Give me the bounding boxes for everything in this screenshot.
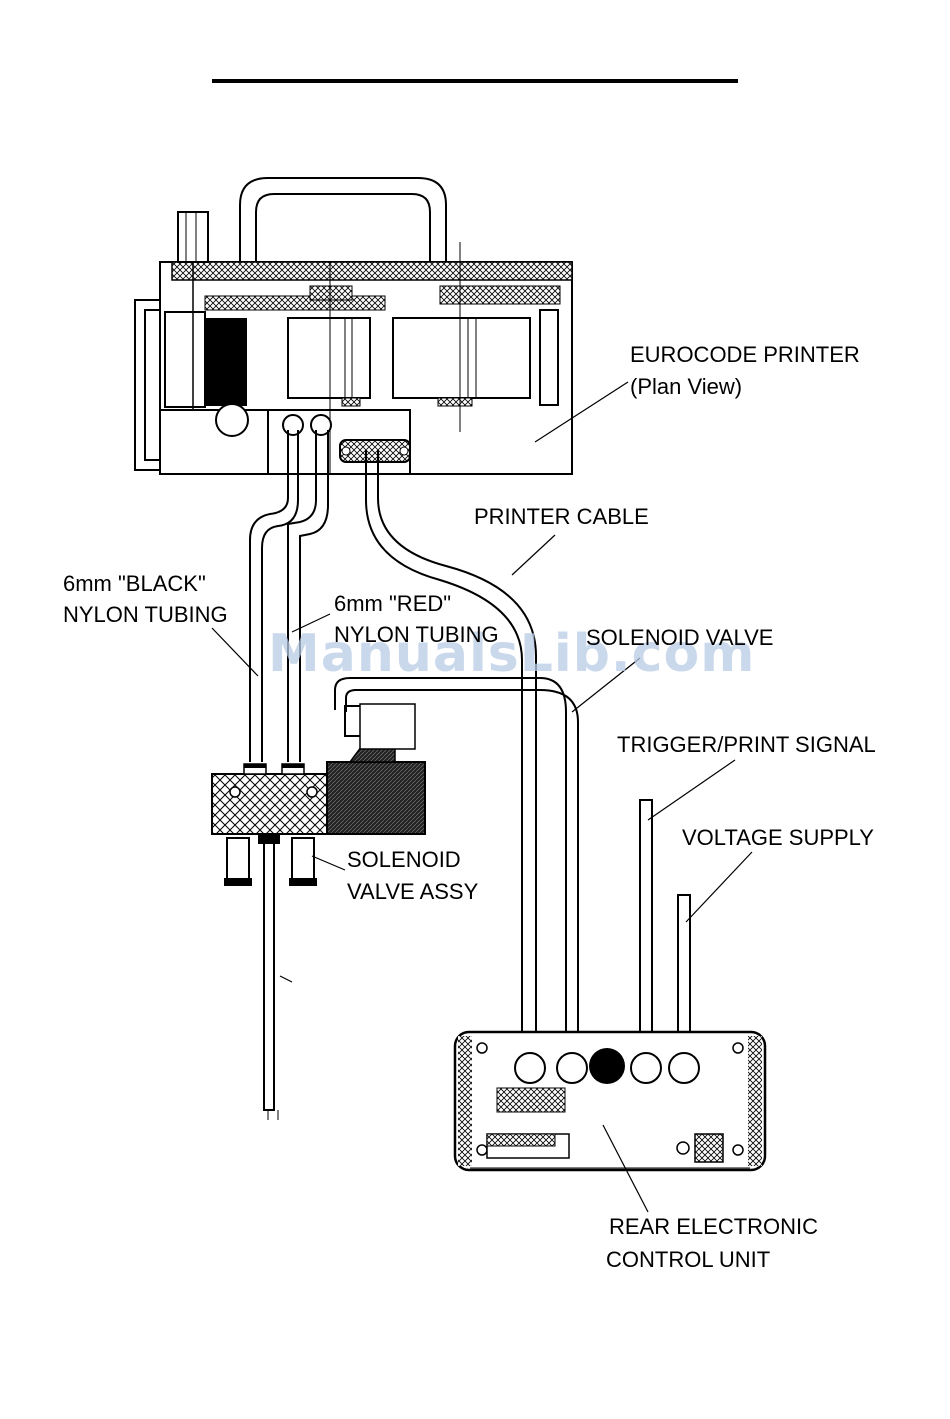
top-plate <box>172 262 572 280</box>
round-port <box>216 404 248 436</box>
control-unit-label-line1: REAR ELECTRONIC <box>609 1211 818 1243</box>
solenoid-valve-label: SOLENOID VALVE <box>586 622 773 654</box>
printer-label-line1: EUROCODE PRINTER <box>630 339 860 371</box>
valve-assy-label-line2: VALVE ASSY <box>347 876 478 908</box>
printer-label-line2: (Plan View) <box>630 371 742 403</box>
control-unit-label-line2: CONTROL UNIT <box>606 1244 770 1276</box>
black-tubing-label-line1: 6mm "BLACK" <box>63 568 206 600</box>
red-tubing-label-line2: NYLON TUBING <box>334 619 499 651</box>
print-head-block <box>205 318 247 406</box>
valve-assy-label-line1: SOLENOID <box>347 844 461 876</box>
power-grommet <box>589 1048 625 1084</box>
voltage-supply-label: VOLTAGE SUPPLY <box>682 822 874 854</box>
printer-cable-label: PRINTER CABLE <box>474 501 649 533</box>
black-tubing-label-line2: NYLON TUBING <box>63 599 228 631</box>
rear-control-unit <box>455 1032 765 1170</box>
red-tubing-label-line1: 6mm "RED" <box>334 588 451 620</box>
trigger-signal-label: TRIGGER/PRINT SIGNAL <box>617 729 876 761</box>
eurocode-printer <box>135 178 572 474</box>
